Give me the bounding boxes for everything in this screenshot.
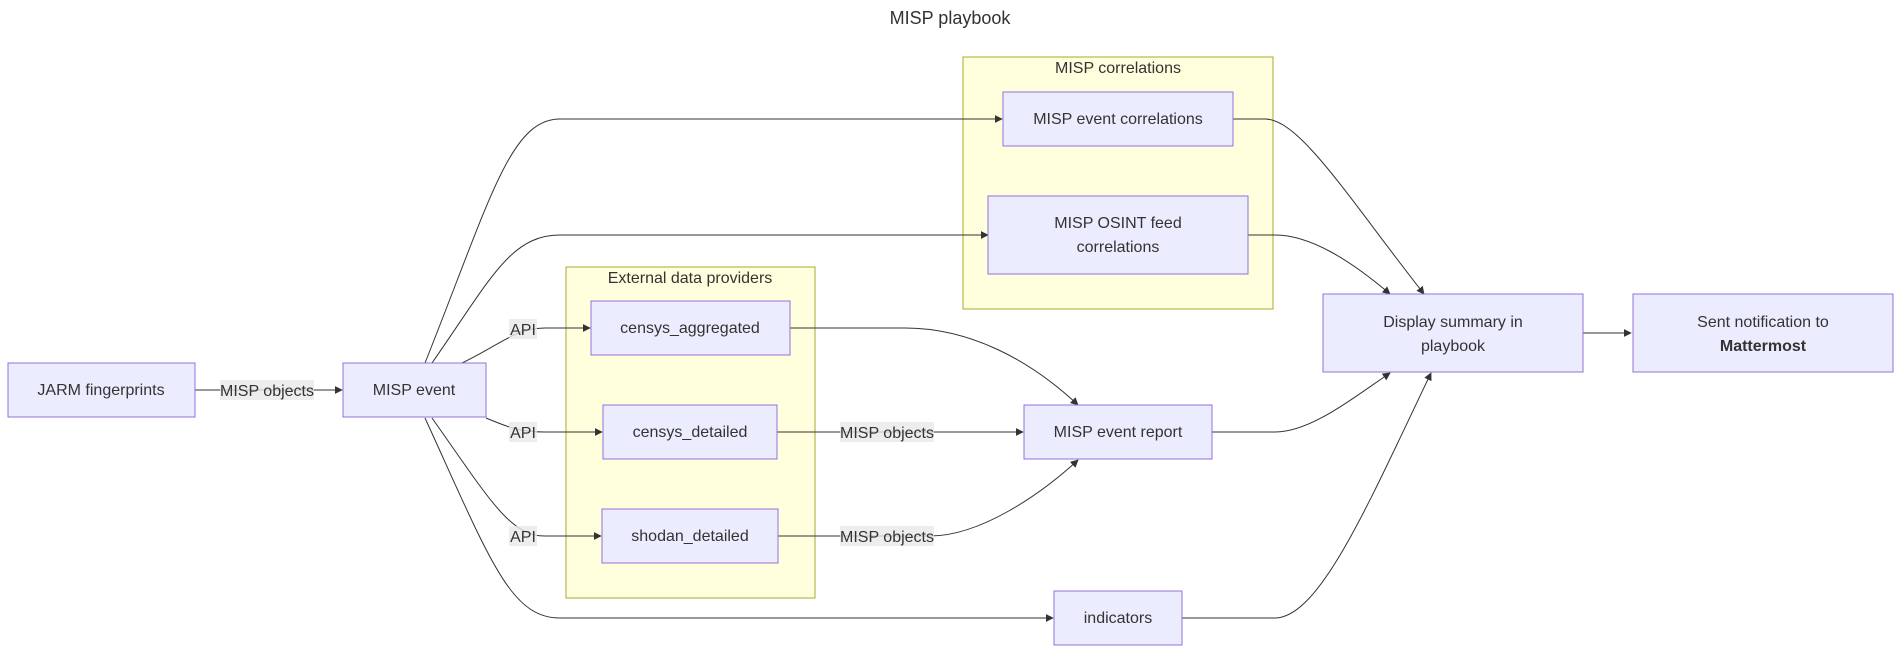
svg-text:censys_detailed: censys_detailed xyxy=(633,424,748,441)
edge-aggregated-report xyxy=(789,327,1079,406)
node-misp-event-correlations: MISP event correlations xyxy=(1002,91,1234,147)
mattermost-label: Mattermost xyxy=(1720,338,1807,355)
edge-label-jarm-event: MISP objects xyxy=(220,380,314,400)
edge-indicators-summary xyxy=(1181,372,1432,619)
node-misp-event-report: MISP event report xyxy=(1023,404,1213,460)
svg-text:MISP event report: MISP event report xyxy=(1054,424,1183,441)
svg-text:API: API xyxy=(510,425,536,442)
edge-event-shodan-detailed xyxy=(431,417,602,540)
edge-shodan-report xyxy=(778,459,1079,537)
edge-event-osint xyxy=(431,231,989,364)
cluster-label-external-data-providers: External data providers xyxy=(608,270,773,287)
svg-text:MISP objects: MISP objects xyxy=(840,529,934,546)
svg-text:playbook: playbook xyxy=(1421,338,1486,355)
svg-text:correlations: correlations xyxy=(1077,239,1160,256)
edge-labels: MISP objects API API API MISP objects MI… xyxy=(220,319,934,546)
edge-event-correlations xyxy=(424,115,1003,364)
edge-correlations-summary xyxy=(1232,118,1425,295)
edge-label-shodan-report: MISP objects xyxy=(840,526,934,546)
edge-label-api-aggregated: API xyxy=(509,319,537,339)
svg-text:JARM fingerprints: JARM fingerprints xyxy=(37,382,164,399)
edge-label-api-shodan: API xyxy=(509,526,537,546)
svg-text:MISP event: MISP event xyxy=(373,382,456,399)
svg-text:MISP objects: MISP objects xyxy=(840,425,934,442)
svg-text:Display summary in: Display summary in xyxy=(1383,314,1523,331)
node-misp-osint-feed-correlations: MISP OSINT feed correlations xyxy=(987,195,1249,275)
node-display-summary: Display summary in playbook xyxy=(1322,293,1584,373)
node-jarm-fingerprints: JARM fingerprints xyxy=(7,362,196,418)
edge-osint-summary xyxy=(1247,234,1391,295)
edge-label-detailed-report: MISP objects xyxy=(840,422,934,442)
svg-text:Sent notification to: Sent notification to xyxy=(1697,314,1829,331)
edge-event-indicators xyxy=(424,417,1054,622)
node-indicators: indicators xyxy=(1053,590,1183,646)
svg-text:indicators: indicators xyxy=(1084,610,1152,627)
svg-text:API: API xyxy=(510,322,536,339)
svg-text:API: API xyxy=(510,529,536,546)
node-censys-detailed: censys_detailed xyxy=(602,404,778,460)
svg-text:MISP event correlations: MISP event correlations xyxy=(1033,111,1203,128)
svg-text:censys_aggregated: censys_aggregated xyxy=(620,320,760,337)
node-censys-aggregated: censys_aggregated xyxy=(590,300,791,356)
node-misp-event: MISP event xyxy=(342,362,487,418)
node-shodan-detailed: shodan_detailed xyxy=(601,508,779,564)
svg-text:MISP OSINT feed: MISP OSINT feed xyxy=(1054,215,1181,232)
edge-label-api-detailed: API xyxy=(509,422,537,442)
svg-text:MISP objects: MISP objects xyxy=(220,383,314,400)
edge-report-summary xyxy=(1211,372,1391,433)
cluster-label-misp-correlations: MISP correlations xyxy=(1055,60,1181,77)
svg-text:shodan_detailed: shodan_detailed xyxy=(631,528,748,545)
diagram-title: MISP playbook xyxy=(890,8,1012,28)
node-sent-notification: Sent notification to Mattermost xyxy=(1632,293,1894,373)
